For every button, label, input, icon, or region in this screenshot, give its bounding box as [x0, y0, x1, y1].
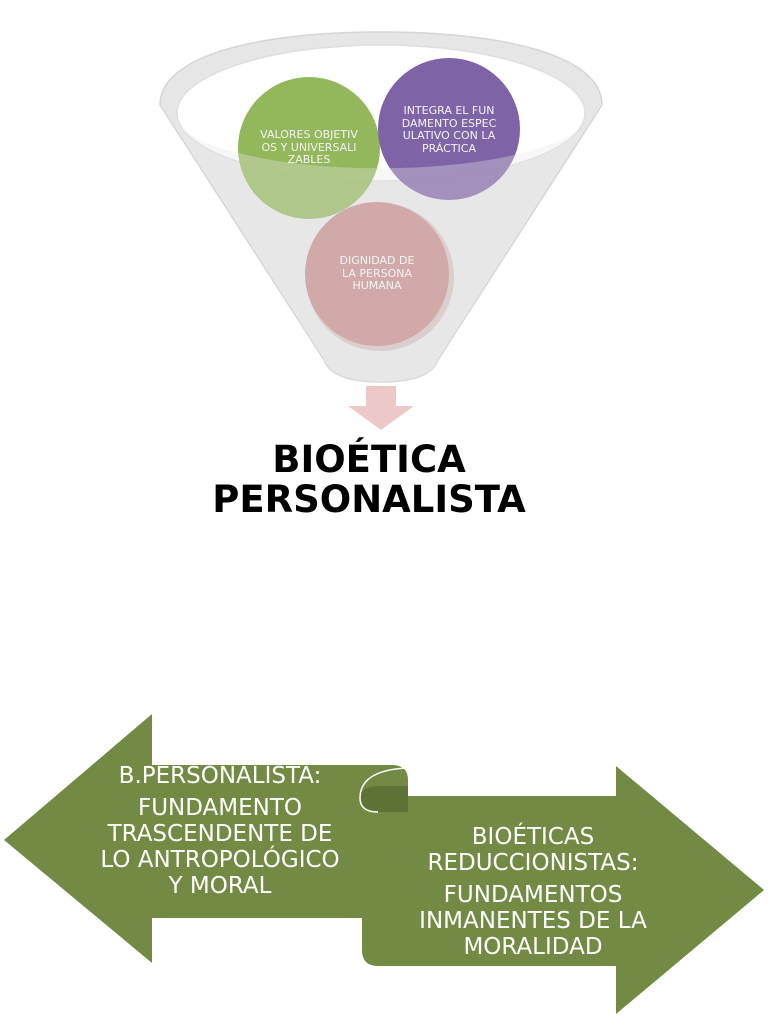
right-arrow-heading: BIOÉTICAS REDUCCIONISTAS:	[427, 824, 639, 876]
title-line-2: PERSONALISTA	[212, 478, 526, 521]
right-arrow-text: BIOÉTICAS REDUCCIONISTAS: FUNDAMENTOS IN…	[400, 824, 666, 960]
left-arrow-text: B.PERSONALISTA: FUNDAMENTO TRASCENDENTE …	[96, 763, 344, 918]
ribbon-fold-edge	[359, 767, 409, 813]
funnel-front-overlay	[170, 118, 592, 382]
down-arrow	[348, 386, 414, 430]
circle-integra-label: INTEGRA EL FUNDAMENTO ESPECULATIVO CON L…	[401, 104, 497, 155]
circle-valores-label: VALORES OBJETIVOS Y UNIVERSALIZABLES	[260, 128, 358, 167]
left-arrow-shape	[4, 714, 408, 963]
ribbon-fold	[360, 768, 408, 812]
circle-integra	[378, 58, 520, 200]
left-arrow-body: FUNDAMENTO TRASCENDENTE DE LO ANTROPOLÓG…	[100, 795, 340, 899]
right-arrow-shape	[362, 766, 764, 1014]
circle-dignidad-label: DIGNIDAD DE LA PERSONA HUMANA	[339, 254, 415, 293]
right-arrow-body: FUNDAMENTOS INMANENTES DE LA MORALIDAD	[419, 882, 647, 960]
circle-dignidad	[305, 202, 449, 346]
title-line-1: BIOÉTICA	[272, 438, 466, 481]
page-title: BIOÉTICA PERSONALISTA	[134, 440, 604, 520]
circle-valores	[238, 77, 380, 219]
left-arrow-heading: B.PERSONALISTA:	[118, 763, 322, 789]
